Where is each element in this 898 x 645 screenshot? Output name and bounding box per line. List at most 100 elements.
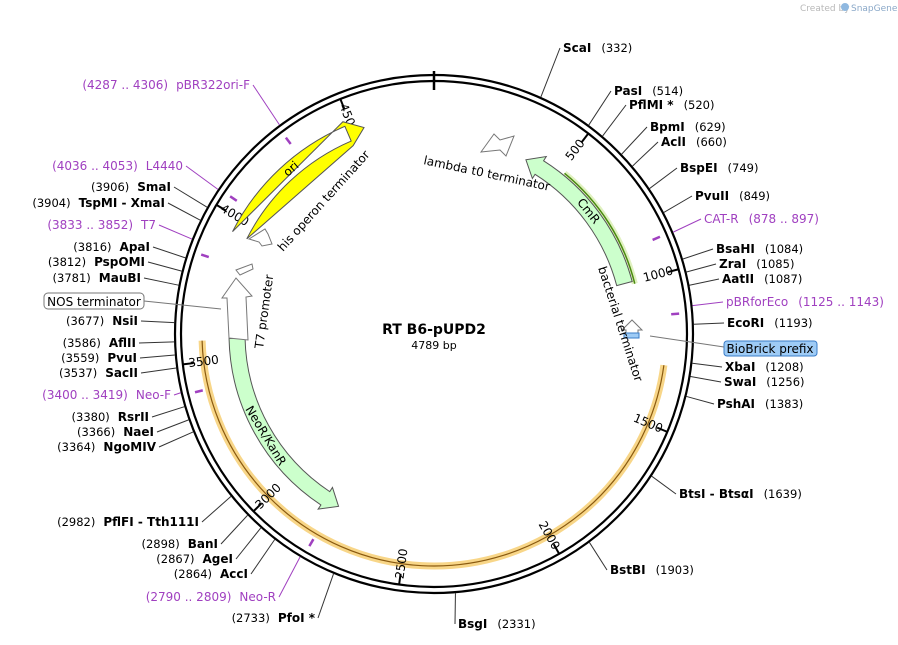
leader-line [692,301,724,307]
restriction-site-label[interactable]: PasI(514) [588,84,683,126]
site-name[interactable]: XbaI [725,360,755,374]
restriction-site-label[interactable]: PvuI (3559) [61,351,175,365]
primer-label[interactable]: CAT-R(878 .. 897) [672,212,819,233]
feature-arrow[interactable] [232,121,365,240]
restriction-site-label[interactable]: BstBI(1903) [589,542,694,577]
restriction-site-label[interactable]: PflFI - Tth111I(2982) [57,496,232,529]
restriction-site-label[interactable]: PfoI *(2733) [232,573,334,625]
site-name[interactable]: BtsI - BtsαI [679,487,754,501]
site-name[interactable]: SacII [105,366,138,380]
site-name[interactable]: BpmI [650,120,685,134]
site-name[interactable]: PfoI * [278,611,316,625]
restriction-site-label[interactable]: NgoMIV(3364) [57,431,194,454]
restriction-site-label[interactable]: RsrII(3380) [72,406,185,424]
restriction-site-label[interactable]: NaeI(3366) [77,419,189,439]
primer-label[interactable]: Neo-R(2790 .. 2809) [146,556,301,604]
restriction-site-label[interactable]: ZraI(1085) [686,257,794,273]
restriction-site-label[interactable]: SmaI(3906) [91,180,208,208]
tick-label: 2500 [392,548,410,580]
restriction-site-label[interactable]: ScaI(332) [540,41,632,98]
restriction-site-label[interactable]: BtsI - BtsαI(1639) [651,475,802,501]
restriction-site-label[interactable]: PvuII(849) [663,189,770,213]
site-name[interactable]: BanI [188,537,218,551]
site-name[interactable]: PflFI - Tth111I [103,515,199,529]
site-name[interactable]: ApaI [120,240,150,254]
site-name[interactable]: L4440 [146,159,183,173]
site-position: (3559) [61,351,99,365]
restriction-site-label[interactable]: BsgI(2331) [454,593,536,631]
site-name[interactable]: NgoMIV [103,440,156,454]
restriction-site-label[interactable]: BspEI(749) [649,161,759,189]
site-name[interactable]: MauBI [99,271,141,285]
restriction-site-label[interactable]: BanI(2898) [141,514,248,551]
restriction-site-label[interactable]: NsiI(3677) [66,314,175,328]
site-name[interactable]: CAT-R [704,212,739,226]
site-name[interactable]: RsrII [118,410,149,424]
site-name[interactable]: ZraI [719,257,746,271]
restriction-site-label[interactable]: TspMI - XmaI(3904) [32,196,201,221]
restriction-site-label[interactable]: AclI(660) [632,135,727,167]
site-name[interactable]: PvuII [695,189,729,203]
restriction-site-label[interactable]: MauBI(3781) [53,271,179,286]
restriction-site-label[interactable]: BsaHI(1084) [682,242,803,260]
site-name[interactable]: AclI [661,135,686,149]
site-name[interactable]: Neo-R [239,590,276,604]
restriction-site-label[interactable]: SacII(3537) [59,366,177,380]
site-name[interactable]: Neo-F [136,388,171,402]
restriction-site-label[interactable]: PflMI *(520) [602,98,715,137]
primer-label[interactable]: pBRforEco(1125 .. 1143) [692,295,884,309]
site-name[interactable]: AflII [109,336,136,350]
restriction-site-label[interactable]: AflII(3586) [63,336,175,350]
site-name[interactable]: BspEI [680,161,718,175]
site-position: (1193) [774,316,812,330]
restriction-site-label[interactable]: EcoRI (1193) [693,316,813,330]
site-name[interactable]: ScaI [563,41,591,55]
restriction-site-label[interactable]: ApaI(3816) [73,240,186,259]
site-name[interactable]: AgeI [203,552,233,566]
tick-label: 1000 [642,263,675,284]
restriction-site-label[interactable]: PspOMI (3812) [48,255,182,272]
restriction-site-label[interactable]: AgeI(2867) [156,527,262,566]
site-name[interactable]: T7 [140,218,156,232]
site-name[interactable]: PasI [614,84,642,98]
site-position: (3812) [48,255,86,269]
site-position: (4036 .. 4053) [52,159,138,173]
site-name[interactable]: NsiI [112,314,138,328]
feature-arrow[interactable] [228,337,340,510]
site-name[interactable]: SmaI [137,180,171,194]
site-name[interactable]: PshAI [717,397,755,411]
restriction-site-label[interactable]: AccI(2864) [174,539,276,581]
nos-terminator-label[interactable]: NOS terminator [47,295,141,309]
site-name[interactable]: SwaI [724,375,756,389]
site-name[interactable]: BsaHI [716,242,755,256]
site-name[interactable]: PflMI * [629,98,674,112]
site-name[interactable]: AccI [220,567,248,581]
site-name[interactable]: pBRforEco [726,295,788,309]
site-name[interactable]: TspMI - XmaI [79,196,165,210]
biobrick-prefix-label[interactable]: BioBrick prefix [726,342,813,356]
biobrick-label-box[interactable] [723,340,818,357]
site-name[interactable]: BstBI [610,563,646,577]
site-name[interactable]: PspOMI [94,255,145,269]
site-name[interactable]: EcoRI [727,316,764,330]
leader-line [167,202,201,221]
primer-label[interactable]: L4440 (4036 .. 4053) [52,159,219,190]
restriction-site-label[interactable]: XbaI(1208) [692,360,804,374]
site-position: (1087) [764,272,802,286]
restriction-site-label[interactable]: BpmI(629) [621,120,726,155]
site-name[interactable]: PvuI [107,351,137,365]
t7-promoter-arrow [221,277,253,341]
primer-label[interactable]: Neo-F(3400 .. 3419) [42,388,181,402]
restriction-site-label[interactable]: PshAI (1383) [686,395,803,411]
site-position: (1383) [765,397,803,411]
restriction-site-label[interactable]: SwaI(1256) [690,375,805,389]
site-name[interactable]: pBR322ori-F [176,78,250,92]
site-name[interactable]: NaeI [123,425,154,439]
site-name[interactable]: AatII [722,272,754,286]
primer-label[interactable]: pBR322ori-F(4287 .. 4306) [82,78,280,126]
leader-line [138,341,175,344]
site-name[interactable]: BsgI [458,617,487,631]
primer-label[interactable]: T7(3833 .. 3852) [47,218,193,240]
feature-arrow[interactable] [525,155,633,287]
restriction-site-label[interactable]: AatII (1087) [689,272,802,286]
